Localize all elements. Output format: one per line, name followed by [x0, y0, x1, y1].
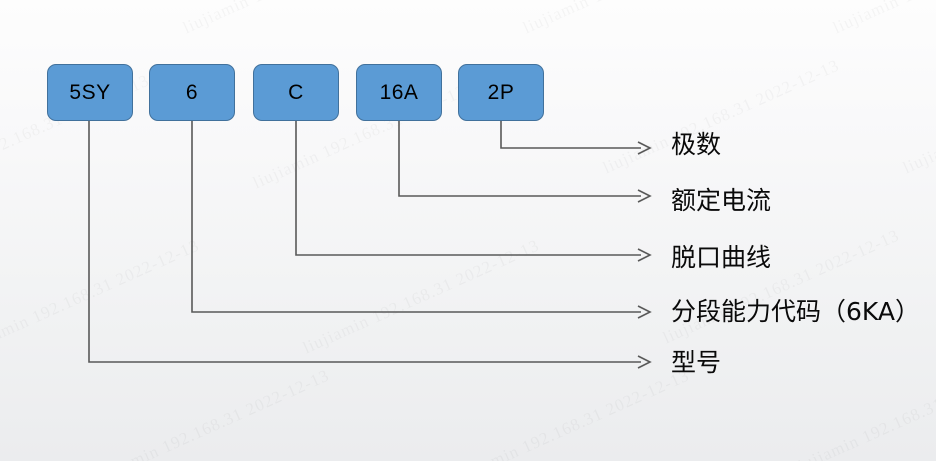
code-box-6: 6 [149, 64, 235, 121]
code-box-c: C [253, 64, 339, 121]
arrow-head-icon [637, 355, 652, 369]
code-box-5sy: 5SY [47, 64, 133, 121]
callout-label-4: 型号 [671, 348, 722, 377]
leader-line-3 [191, 121, 652, 319]
leader-line-2 [295, 121, 652, 262]
leader-polyline [398, 121, 641, 197]
arrow-head-icon [637, 248, 652, 262]
leader-polyline [295, 121, 641, 256]
callout-label-3: 分段能力代码（6KA） [671, 297, 920, 326]
leader-polyline [500, 121, 641, 149]
leader-line-1 [398, 121, 652, 203]
leader-polyline [88, 121, 641, 363]
callout-label-2: 脱口曲线 [671, 243, 772, 272]
leader-polyline [191, 121, 641, 313]
callout-label-1: 额定电流 [671, 186, 772, 215]
arrow-head-icon [637, 189, 652, 203]
arrow-head-icon [637, 141, 652, 155]
code-box-16a: 16A [356, 64, 442, 121]
arrow-head-icon [637, 305, 652, 319]
callout-label-0: 极数 [671, 130, 722, 159]
leader-line-0 [500, 121, 652, 155]
code-box-2p: 2P [458, 64, 544, 121]
leader-line-4 [88, 121, 652, 369]
